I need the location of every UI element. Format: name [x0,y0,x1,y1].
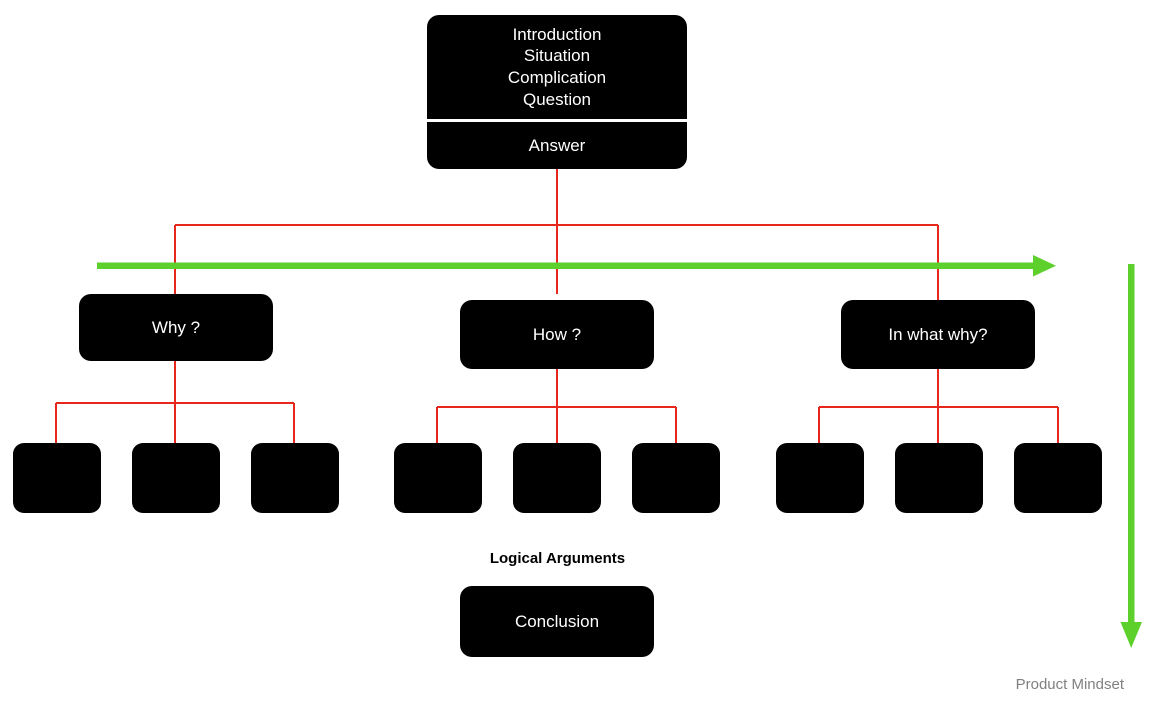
leaf-node-6[interactable] [632,443,720,513]
top-node-line-question: Question [522,89,592,109]
leaf-node-8[interactable] [895,443,983,513]
logical-arguments-label: Logical Arguments [489,550,626,567]
branch-node-in-what-why-label: In what why? [888,324,988,344]
horizontal-green-arrow [97,255,1056,277]
vertical-green-arrow [1120,264,1142,648]
leaf-node-4[interactable] [394,443,482,513]
top-node[interactable]: Introduction Situation Complication Ques… [427,15,687,169]
top-node-line-complication: Complication [507,68,607,87]
leaf-node-3[interactable] [251,443,339,513]
branch-node-why-label: Why ? [151,317,201,337]
branch-node-in-what-why[interactable]: In what why? [841,300,1035,369]
conclusion-node[interactable]: Conclusion [460,586,654,657]
branch-node-why[interactable]: Why ? [79,294,273,361]
top-node-line-situation: Situation [523,46,591,66]
conclusion-node-label: Conclusion [514,611,600,631]
top-node-divider [427,119,687,122]
leaf-node-1[interactable] [13,443,101,513]
branch-node-how-label: How ? [532,324,582,344]
top-node-answer: Answer [528,135,586,155]
top-node-line-introduction: Introduction [512,24,602,44]
top-node-upper: Introduction Situation Complication Ques… [427,15,687,119]
leaf-node-9[interactable] [1014,443,1102,513]
branch-node-how[interactable]: How ? [460,300,654,369]
product-mindset-footer-label: Product Mindset [1015,676,1124,693]
leaf-node-7[interactable] [776,443,864,513]
leaf-node-5[interactable] [513,443,601,513]
leaf-node-2[interactable] [132,443,220,513]
